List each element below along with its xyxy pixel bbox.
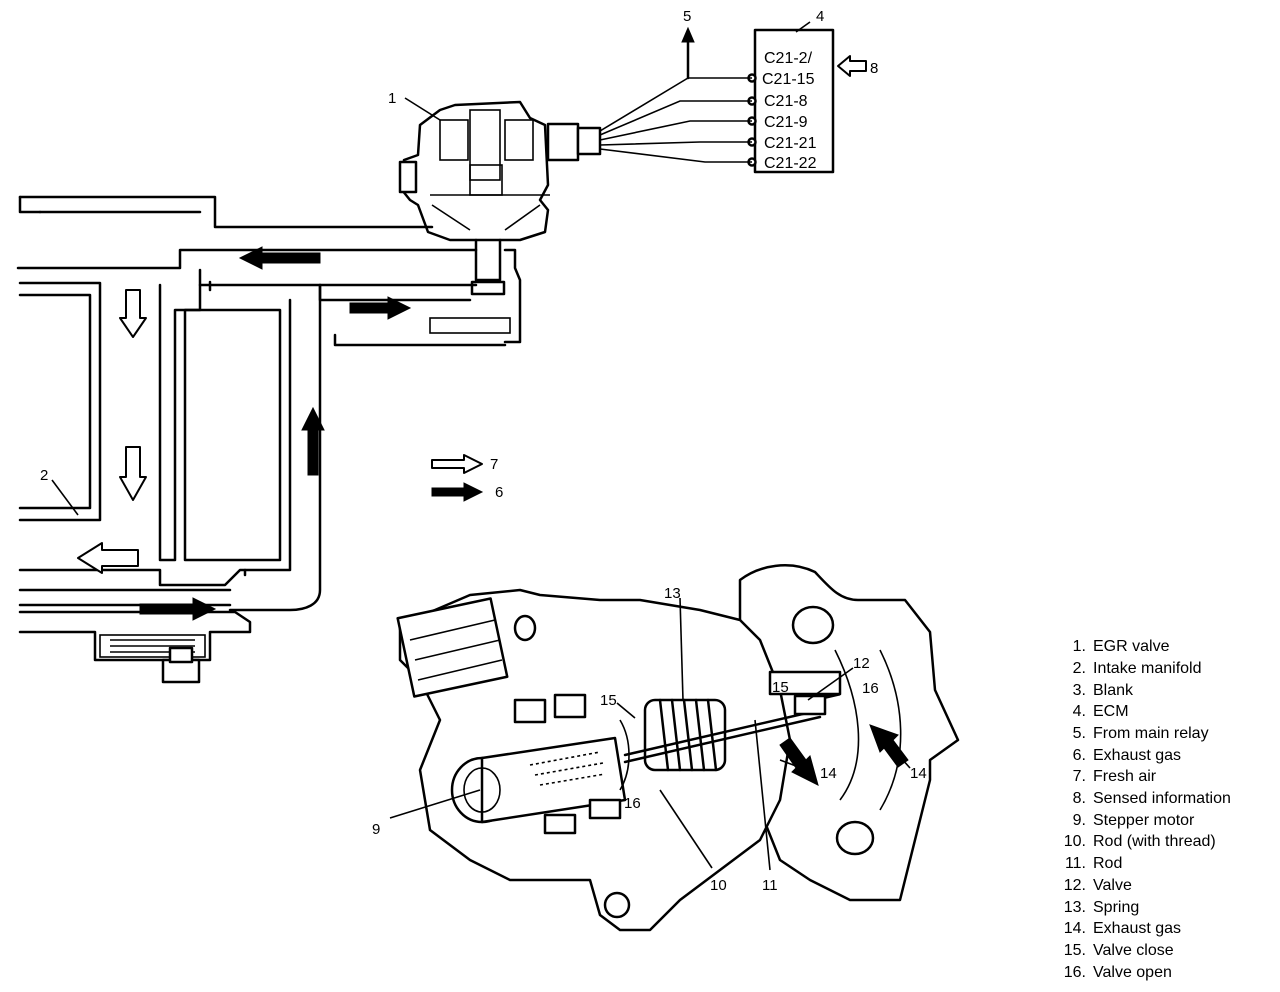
exhaust-flow-arrows [139, 246, 412, 621]
legend-label: Rod (with thread) [1093, 833, 1216, 850]
legend-number: 2. [1073, 660, 1086, 677]
callout-7: 7 [490, 456, 498, 473]
fresh-air-key-arrow [431, 454, 483, 474]
legend-number: 12. [1064, 877, 1086, 894]
ecm-pin-labels: C21-2/ C21-15 C21-8 C21-9 C21-21 C21-22 [762, 50, 817, 172]
legend-label: Spring [1093, 899, 1139, 916]
ecm-pin: C21-22 [764, 155, 817, 172]
legend: 1. EGR valve 2. Intake manifold 3. Blank… [1064, 638, 1231, 981]
legend-label: From main relay [1093, 725, 1209, 742]
callout-1: 1 [388, 90, 396, 107]
callout-16b: 16 [862, 680, 879, 697]
callout-16a: 16 [624, 795, 641, 812]
legend-label: Exhaust gas [1093, 747, 1181, 764]
legend-label: Blank [1093, 682, 1134, 699]
ecm-pin: C21-9 [764, 114, 808, 131]
wire-harness [599, 77, 752, 163]
legend-number: 5. [1073, 725, 1086, 742]
callout-4: 4 [816, 8, 824, 25]
legend-number: 1. [1073, 638, 1086, 655]
callout-15a: 15 [600, 692, 617, 709]
callout-9: 9 [372, 821, 380, 838]
relay-arrow-head [681, 26, 695, 43]
callout-11: 11 [762, 877, 778, 894]
exhaust-gas-key-arrow [431, 482, 484, 502]
legend-number: 11. [1065, 855, 1086, 872]
callout-5: 5 [683, 8, 691, 25]
legend-number: 6. [1073, 747, 1086, 764]
legend-number: 8. [1073, 790, 1086, 807]
callout-12: 12 [853, 655, 870, 672]
egr-valve-top [398, 100, 602, 296]
callout-15b: 15 [772, 679, 789, 696]
ecm-pin: C21-21 [764, 135, 817, 152]
legend-number: 13. [1064, 899, 1086, 916]
callout-14a: 14 [820, 765, 837, 782]
callout-13: 13 [664, 585, 681, 602]
cutaway-leaders [389, 597, 911, 871]
ecm-pin: C21-2/ [764, 50, 813, 67]
sensed-info-arrow [837, 55, 867, 77]
callout-10: 10 [710, 877, 727, 894]
legend-number: 14. [1064, 920, 1086, 937]
legend-number: 4. [1073, 703, 1086, 720]
callout-8: 8 [870, 60, 878, 77]
legend-number: 7. [1073, 768, 1086, 785]
legend-number: 16. [1064, 964, 1086, 981]
manifold-piping [16, 195, 522, 684]
ecm-pin: C21-8 [764, 93, 808, 110]
callout-2: 2 [40, 467, 48, 484]
legend-number: 15. [1064, 942, 1086, 959]
legend-number: 10. [1064, 833, 1086, 850]
callout-14b: 14 [910, 765, 927, 782]
ecm-pin: C21-15 [762, 71, 815, 88]
legend-label: Exhaust gas [1093, 920, 1181, 937]
legend-label: Intake manifold [1093, 660, 1202, 677]
egr-valve-cutaway [396, 564, 960, 932]
callout-6: 6 [495, 484, 503, 501]
legend-label: Rod [1093, 855, 1122, 872]
legend-label: Stepper motor [1093, 812, 1195, 829]
legend-label: Fresh air [1093, 768, 1157, 785]
legend-label: Sensed information [1093, 790, 1231, 807]
legend-label: ECM [1093, 703, 1129, 720]
legend-label: EGR valve [1093, 638, 1170, 655]
legend-number: 3. [1073, 682, 1086, 699]
legend-label: Valve close [1093, 942, 1174, 959]
callout-labels: 1 2 4 5 6 7 8 9 10 11 12 13 14 14 15 15 … [40, 8, 927, 894]
legend-number: 9. [1073, 812, 1086, 829]
legend-label: Valve [1093, 877, 1132, 894]
fresh-air-flow-arrows [77, 289, 147, 574]
legend-label: Valve open [1093, 964, 1172, 981]
